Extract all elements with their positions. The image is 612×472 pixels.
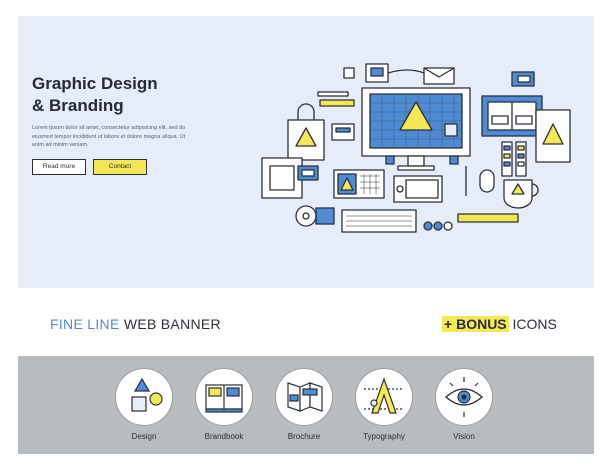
vision-icon-item: Vision	[424, 368, 504, 441]
icon-label-brochure: Brochure	[287, 432, 321, 441]
vision-icon	[435, 368, 493, 426]
hero-body-text: Lorem ipsum dolor sit amet, consectetur …	[32, 125, 186, 148]
bonus-icons-strip: Design Brandbook Brochure Typography Vis…	[18, 356, 594, 454]
icon-label-design: Design	[131, 432, 157, 441]
hero-title: Graphic Design & Branding	[32, 73, 202, 117]
tagline-fine-line: FINE LINE	[50, 316, 120, 332]
design-workspace-illustration	[261, 63, 571, 233]
design-icon-item: Design	[104, 368, 184, 441]
design-icon	[115, 368, 173, 426]
icon-label-typography: Typography	[363, 432, 405, 441]
bonus-icons-label: + BONUS ICONS	[442, 316, 557, 332]
read-more-button[interactable]: Read more	[32, 159, 86, 175]
typography-icon-item: Typography	[344, 368, 424, 441]
bonus-highlight: + BONUS	[442, 316, 509, 332]
bonus-rest: ICONS	[512, 316, 557, 332]
tagline-web-banner: WEB BANNER	[123, 316, 221, 332]
icon-label-brandbook: Brandbook	[204, 432, 244, 441]
contact-button[interactable]: Contact	[93, 159, 147, 175]
brandbook-icon	[195, 368, 253, 426]
brandbook-icon-item: Brandbook	[184, 368, 264, 441]
bonus-plus: +	[444, 316, 453, 332]
brochure-icon-item: Brochure	[264, 368, 344, 441]
icon-label-vision: Vision	[453, 432, 475, 441]
brochure-icon-bonus	[275, 368, 333, 426]
bonus-word: BONUS	[456, 316, 507, 332]
hero-title-line1: Graphic Design	[32, 74, 158, 93]
hero-title-line2: & Branding	[32, 96, 124, 115]
ruler-icon	[457, 213, 519, 223]
banner-tagline: FINE LINE WEB BANNER	[50, 316, 221, 332]
triangle-shape	[399, 101, 433, 131]
typography-icon	[355, 368, 413, 426]
